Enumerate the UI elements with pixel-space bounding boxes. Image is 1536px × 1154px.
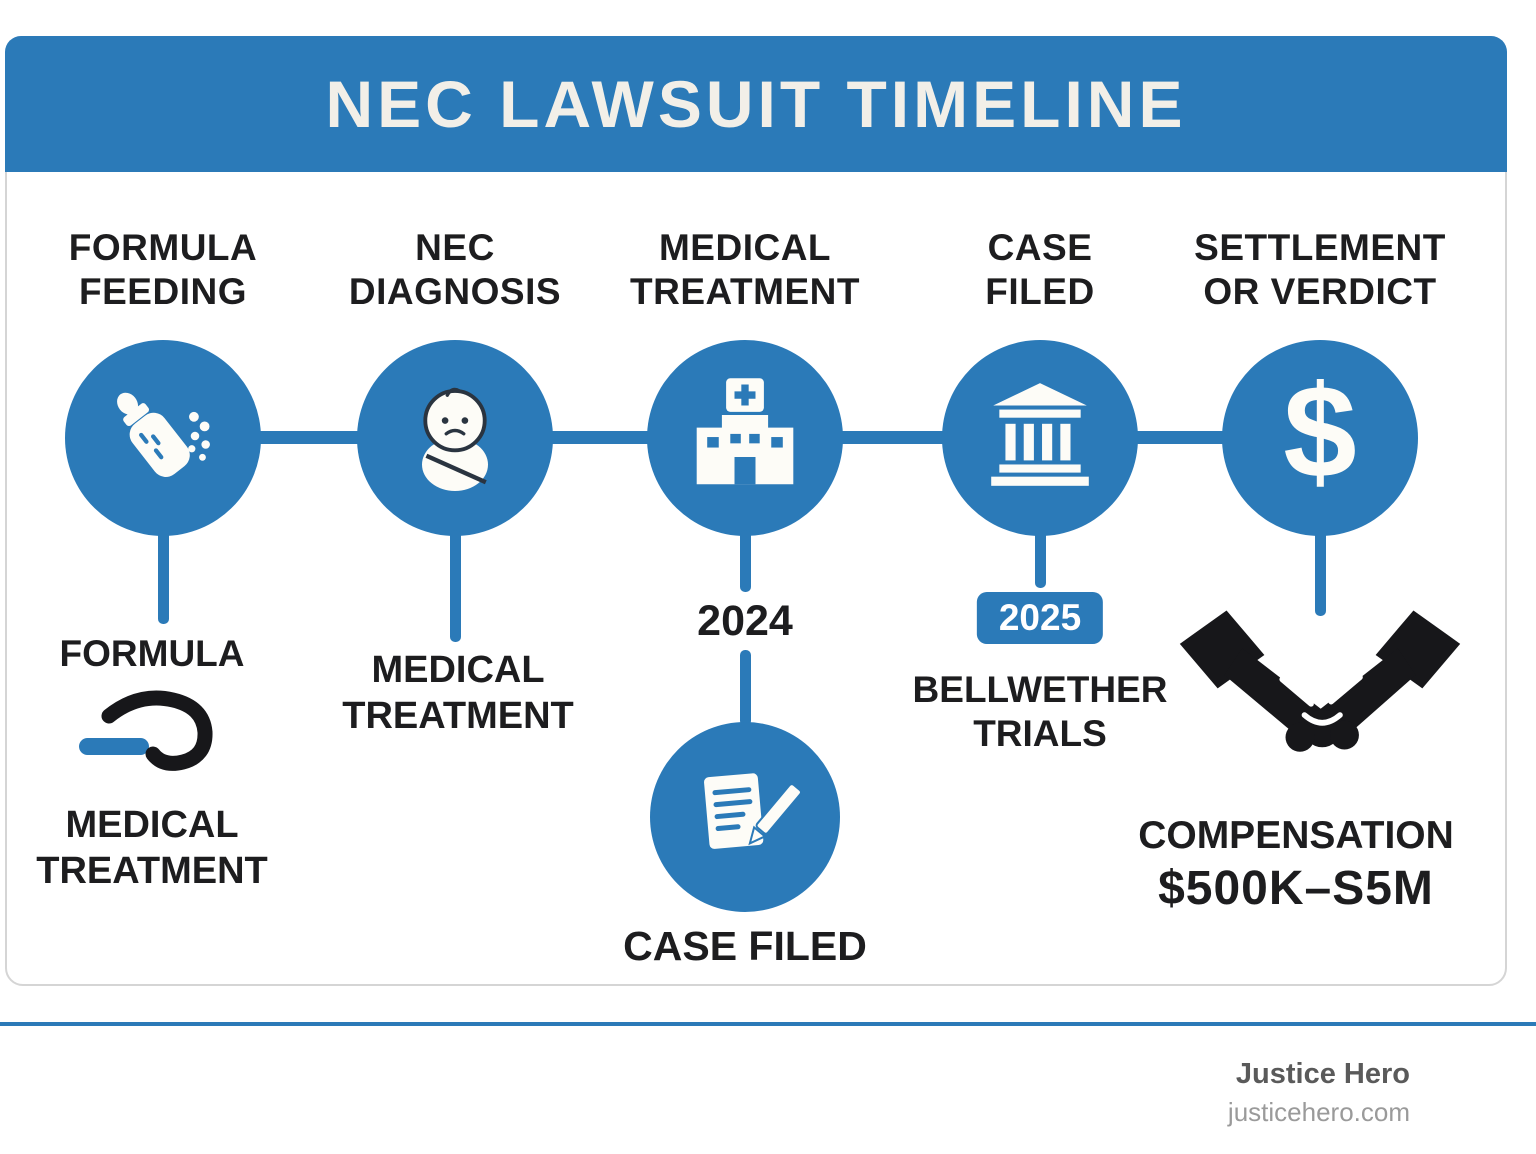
brand-website: justicehero.com: [1227, 1097, 1410, 1127]
timeline-node-settlement-verdict: $: [1222, 340, 1418, 536]
courthouse-icon: [979, 375, 1101, 502]
connector-step1: [157, 530, 169, 624]
hospital-icon: [682, 373, 808, 504]
baby-icon: [389, 370, 521, 507]
connector-step4: [1034, 530, 1046, 588]
bottle-feeding-icon: [75, 686, 235, 791]
case-filed-label: CASE FILED: [623, 923, 867, 969]
footer-divider: [0, 1022, 1536, 1026]
header-bar: NEC LAWSUIT TIMELINE: [5, 36, 1507, 172]
document-pencil-icon: [685, 755, 805, 880]
page-title: NEC LAWSUIT TIMELINE: [325, 67, 1187, 141]
step-label-case-filed: CASE FILED: [985, 227, 1095, 313]
compensation-amount: $500K–S5M: [1158, 862, 1434, 915]
baby-bottle-icon: [99, 372, 227, 505]
step-label-formula-feeding: FORMULA FEEDING: [68, 227, 258, 313]
connector-step3-lower: [739, 650, 751, 726]
brand-name: Justice Hero: [1235, 1058, 1410, 1090]
handshake-icon: [1175, 606, 1465, 789]
case-filed-node: [650, 722, 840, 912]
formula-label: FORMULA: [59, 633, 245, 674]
medical-treatment-label-2: MEDICAL TREATMENT: [342, 649, 574, 737]
connector-step5: [1314, 530, 1326, 616]
compensation-label: COMPENSATION: [1138, 814, 1454, 857]
connector-step3-upper: [739, 530, 751, 592]
bellwether-trials-label: BELLWETHER TRIALS: [912, 669, 1168, 755]
step-label-nec-diagnosis: NEC DIAGNOSIS: [348, 227, 562, 313]
year-2025-badge: 2025: [976, 592, 1104, 644]
timeline-node-medical-treatment: [647, 340, 843, 536]
timeline-node-case-filed: [942, 340, 1138, 536]
step-label-medical-treatment: MEDICAL TREATMENT: [630, 227, 860, 313]
year-2024-label: 2024: [697, 597, 793, 645]
dollar-sign-icon: $: [1283, 358, 1357, 505]
medical-treatment-label-1: MEDICAL TREATMENT: [36, 804, 268, 892]
connector-step2: [449, 530, 461, 642]
timeline-node-nec-diagnosis: [357, 340, 553, 536]
timeline-node-formula-feeding: [65, 340, 261, 536]
step-label-settlement-verdict: SETTLEMENT OR VERDICT: [1194, 227, 1446, 313]
